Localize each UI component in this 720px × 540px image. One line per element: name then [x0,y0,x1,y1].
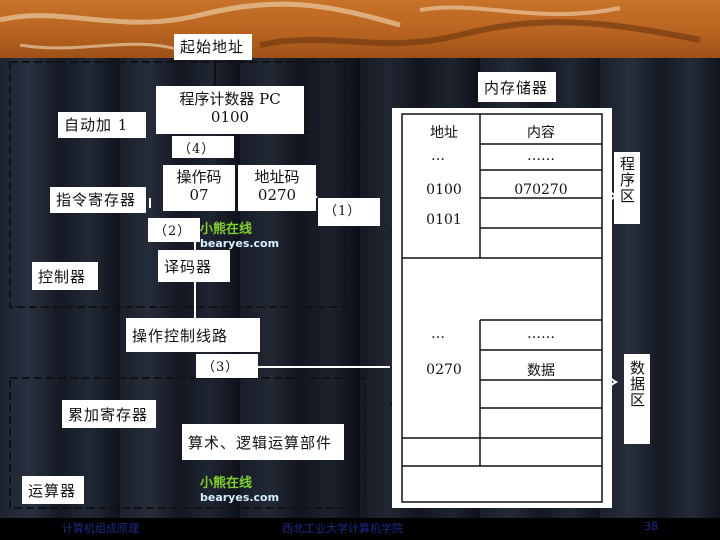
opcode-label: 操作码 [176,168,222,186]
watermark-logo-en: bearyes.com [200,237,280,250]
watermark-logo: 小熊在线 bearyes.com [200,472,279,504]
auto-increment-label: 自动加 1 [58,112,146,138]
arithmetic-unit-label: 运算器 [22,476,84,504]
watermark-logo: 小熊在线 bearyes.com [200,218,279,250]
memory-row-address: … [431,148,445,164]
accumulator-label: 累加寄存器 [62,400,156,428]
step-2-label: （2） [148,218,200,242]
memory-row-content: …… [527,148,555,164]
step-3-label: （3） [196,354,258,378]
footer-page-number: 38 [644,520,658,533]
memory-row-address: 0270 [426,362,462,378]
program-counter-value: 0100 [210,108,250,126]
memory-row-content: 070270 [514,182,568,198]
program-area-label: 程序区 [614,152,640,224]
op-control-circuit: 操作控制线路 [126,318,260,352]
address-field-value: 0270 [257,186,297,204]
memory-col-address-header: 地址 [430,125,458,141]
memory-row-address: 0101 [426,212,462,228]
address-field: 地址码 0270 [238,165,316,211]
start-address-label: 起始地址 [174,34,252,60]
watermark-logo-cn: 小熊在线 [200,476,253,491]
instruction-register-label: 指令寄存器 [50,187,146,213]
data-area-label: 数据区 [624,354,650,444]
memory-row-content: …… [527,326,555,342]
program-counter-label: 程序计数器 PC [179,90,281,108]
memory-row-content: 数据 [527,363,555,379]
background-bottom [0,518,720,540]
opcode-value: 07 [189,186,209,204]
memory-col-content-header: 内容 [527,125,555,141]
decorative-swirls [0,1,701,52]
address-field-label: 地址码 [254,168,300,186]
footer-course: 计算机组成原理 [62,522,139,535]
decoder-box: 译码器 [158,250,230,282]
program-counter: 程序计数器 PC 0100 [156,86,304,134]
step-1-label: （1） [318,198,380,226]
alu-box: 算术、逻辑运算部件 [182,424,344,460]
memory-block: 地址 内容 … …… 0100 070270 0101 … …… 0270 数据 [392,108,612,508]
controller-label: 控制器 [32,262,98,290]
opcode-field: 操作码 07 [163,165,235,211]
memory-row-address: … [431,326,445,342]
memory-grid [401,113,603,503]
footer-school: 西北工业大学计算机学院 [282,522,403,535]
memory-title: 内存储器 [478,72,556,102]
watermark-logo-en: bearyes.com [200,491,280,504]
background-top [0,0,720,58]
step-4-label: （4） [172,136,234,158]
watermark-logo-cn: 小熊在线 [200,222,253,237]
memory-row-address: 0100 [426,182,462,198]
